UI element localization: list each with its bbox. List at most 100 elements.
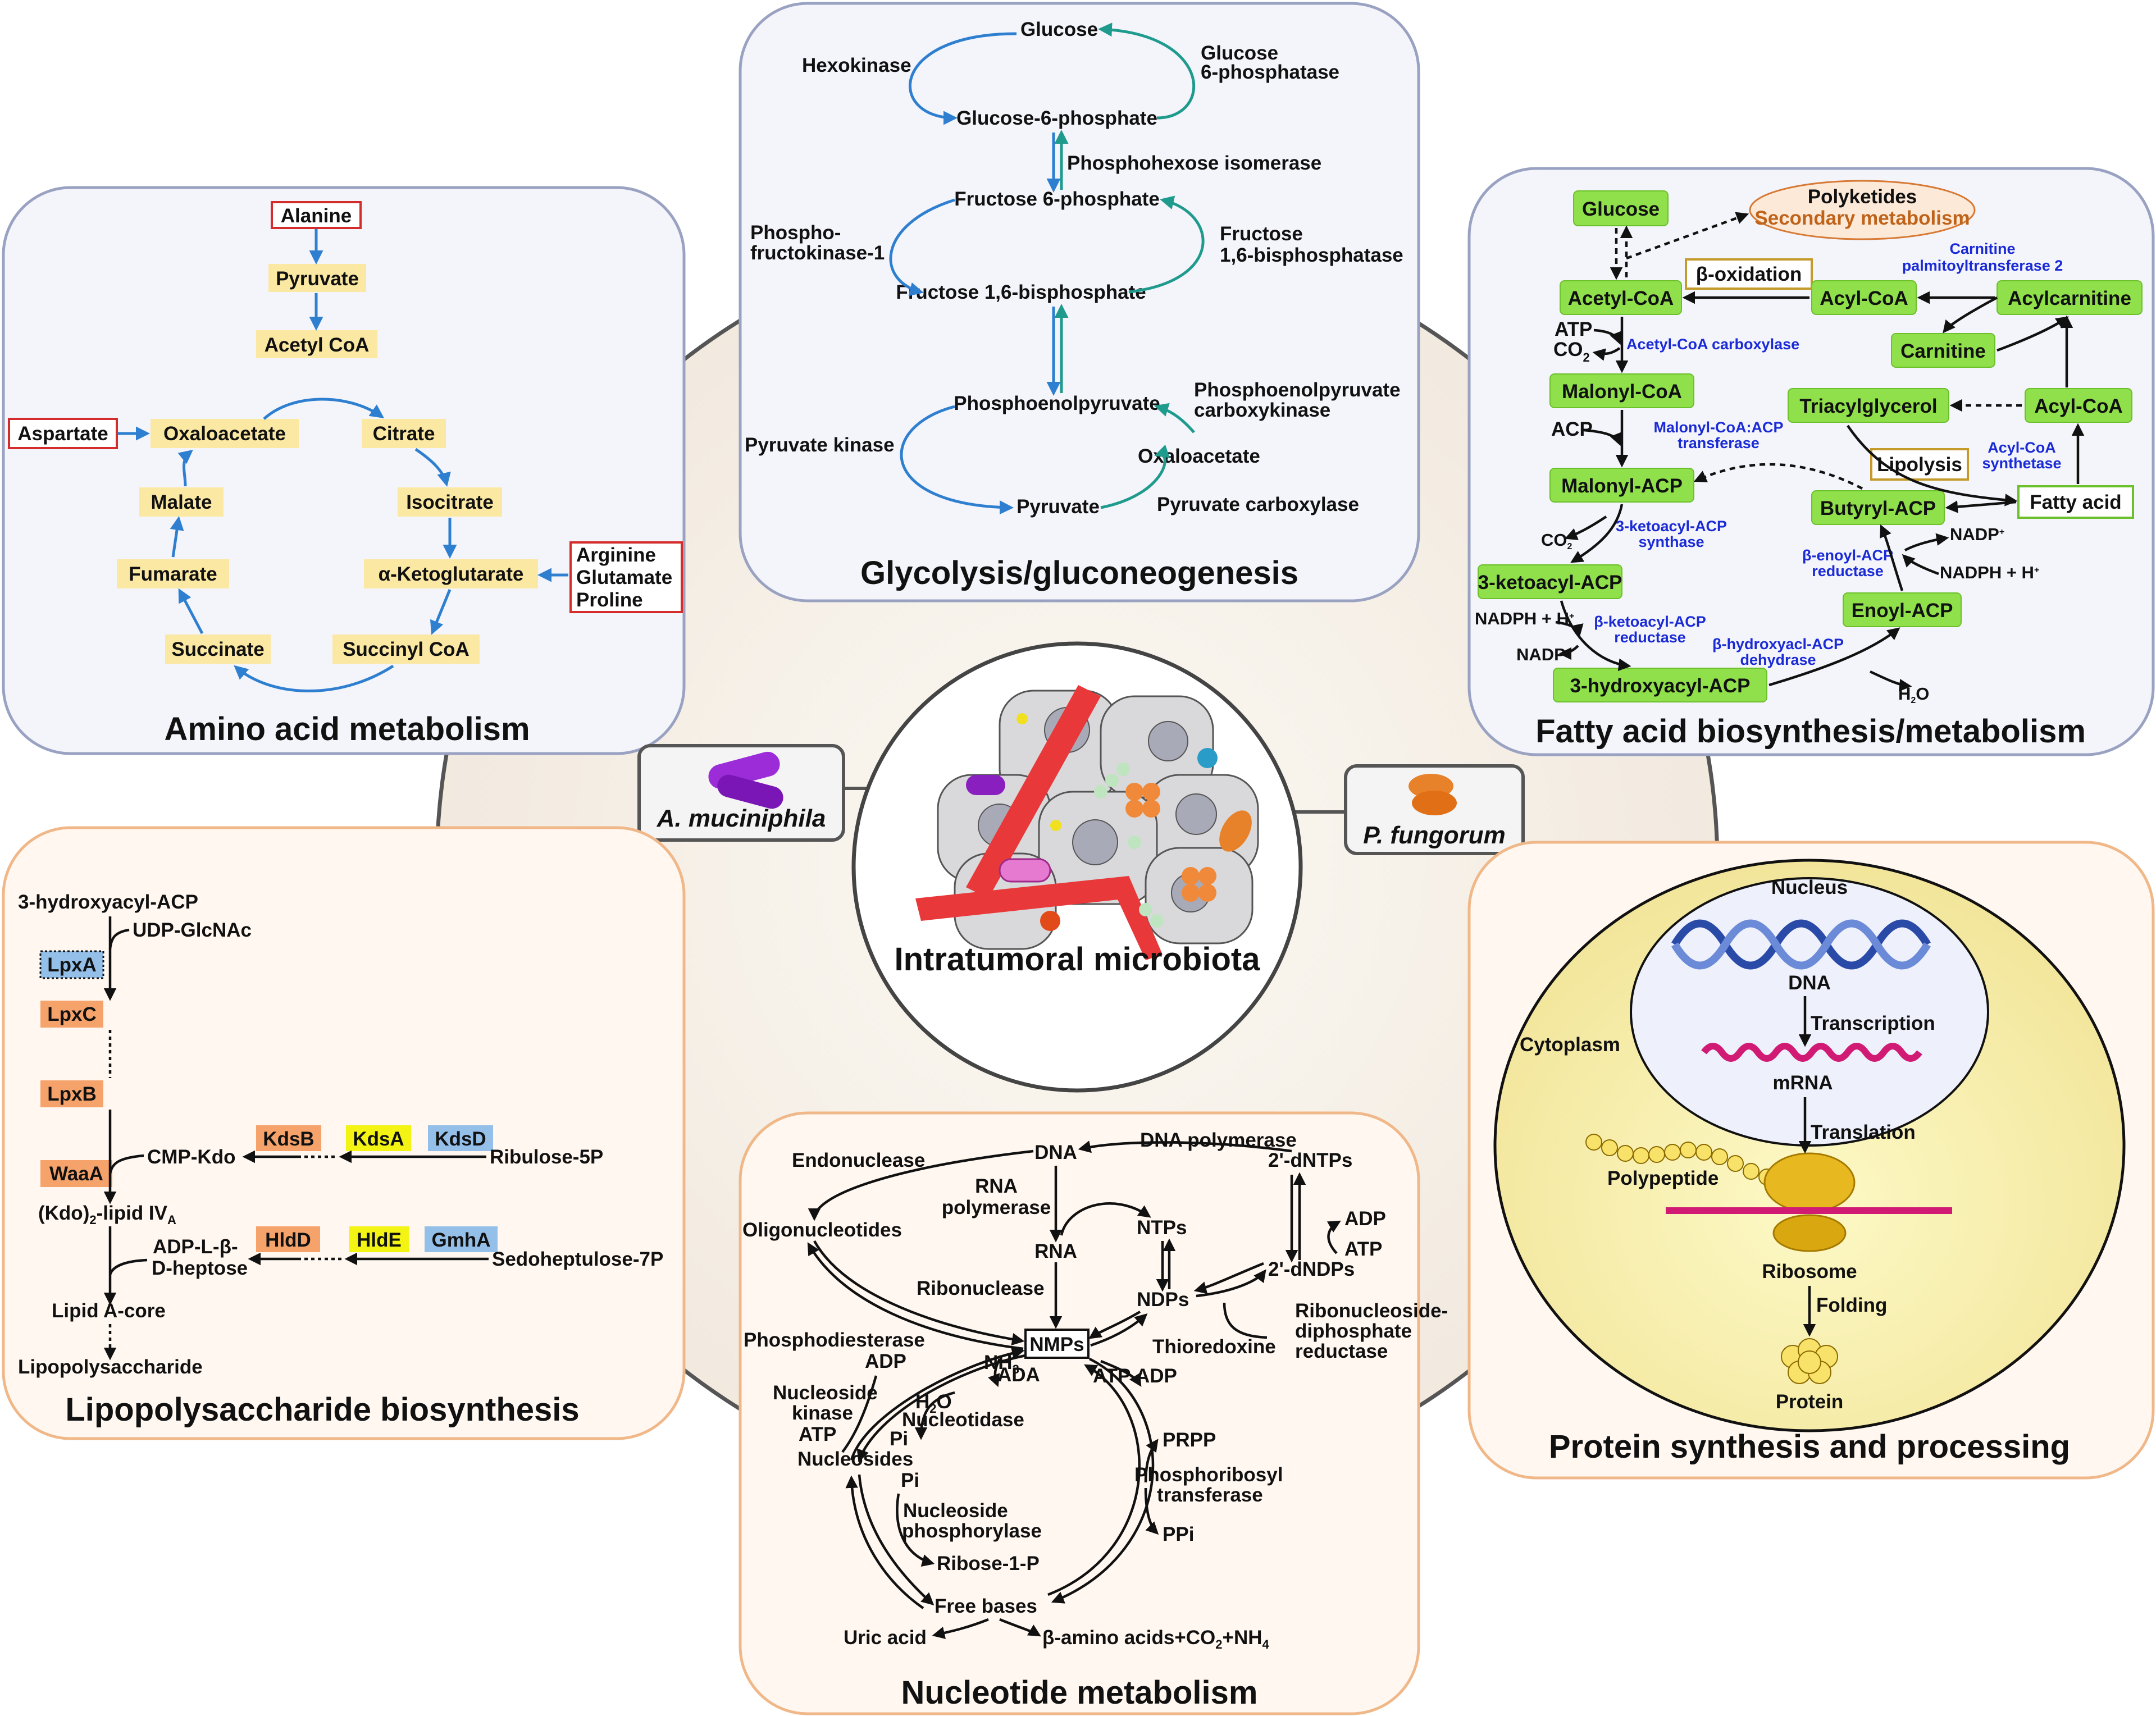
glycolysis-panel: Glycolysis/gluconeogenesis Glucose Hexok… (739, 2, 1420, 603)
had-label-2: dehydrase (1740, 651, 1816, 668)
adp-c-label: ADP (1136, 1365, 1177, 1387)
isocitrate-box: Isocitrate (406, 491, 494, 513)
protein-globule-icon (1781, 1338, 1838, 1384)
rnr-label-1: Ribonucleoside- (1295, 1300, 1448, 1322)
endonuclease-label: Endonuclease (792, 1149, 925, 1171)
citrate-box: Citrate (373, 423, 435, 445)
phosphodiesterase-label: Phosphodiesterase (744, 1329, 925, 1351)
gmha-label: GmhA (432, 1229, 491, 1251)
dna-nt-label: DNA (1034, 1142, 1077, 1163)
ada-label: ADA (997, 1364, 1040, 1386)
adp-b-label: ADP (865, 1350, 906, 1372)
rna-pol-label-2: polymerase (942, 1197, 1051, 1218)
uric-acid-label: Uric acid (844, 1627, 927, 1649)
pepck-label-2: carboxykinase (1194, 399, 1330, 421)
amino-acid-panel: Amino acid metabolism Alanine Pyruvate A… (2, 186, 686, 755)
kar-label-2: reductase (1614, 629, 1686, 646)
malate-box: Malate (151, 491, 212, 513)
acyl-coa-right-box: Acyl-CoA (2034, 395, 2123, 417)
oxaloacetate-label: Oxaloacetate (1138, 445, 1260, 467)
free-bases-label: Free bases (935, 1595, 1037, 1617)
akkermansia-label: A. muciniphila (657, 805, 826, 832)
arginine-label: Arginine (576, 544, 656, 566)
nucleotide-panel: Nucleotide metabolism Endonuclease DNA D… (739, 1111, 1448, 1715)
kar-label-1: β-ketoacyl-ACP (1594, 613, 1706, 630)
microbiota-center: Intratumoral microbiota A. muciniphila P… (637, 641, 1525, 1093)
np-label-2: phosphorylase (902, 1520, 1042, 1542)
beta-amino-label: β-amino acids+CO2+NH4 (1042, 1627, 1270, 1651)
pyruvate-carboxylase-label: Pyruvate carboxylase (1157, 494, 1359, 515)
isomerase-label: Phosphohexose isomerase (1067, 152, 1321, 174)
er-label-1: β-enoyl-ACP (1802, 547, 1893, 564)
triacylglycerol-box: Triacylglycerol (1799, 395, 1937, 417)
carnitine-box: Carnitine (1900, 340, 1986, 362)
adp-a-label: ADP (1344, 1208, 1386, 1230)
beta-oxidation-label: β-oxidation (1696, 263, 1802, 285)
fatty-acid-label: Fatty acid (2030, 491, 2121, 513)
atp-c-label: ATP (799, 1423, 836, 1445)
ribulose-label: Ribulose-5P (490, 1146, 603, 1168)
adp-heptose-label-1: ADP-L-β- (153, 1236, 238, 1258)
g6pase-label-1: Glucose (1201, 42, 1278, 64)
kdo-lipid-label: (Kdo)2-lipid IVA (38, 1202, 176, 1227)
pfk-label-1: Phospho- (750, 222, 841, 244)
had-label-1: β-hydroxyacl-ACP (1712, 636, 1844, 652)
proline-label: Proline (576, 589, 643, 611)
amino-title: Amino acid metabolism (164, 711, 530, 747)
enoyl-acp-box: Enoyl-ACP (1852, 600, 1953, 622)
glutamate-label: Glutamate (576, 567, 672, 588)
waaa-label: WaaA (49, 1163, 103, 1185)
g6p-label: Glucose-6-phosphate (956, 107, 1157, 129)
succinyl-coa-box: Succinyl CoA (343, 638, 470, 660)
nucleus-label: Nucleus (1771, 877, 1848, 898)
lpxb-label: LpxB (47, 1083, 97, 1105)
co2-label: CO2 (1553, 339, 1590, 364)
hexokinase-label: Hexokinase (802, 54, 911, 76)
protein-title: Protein synthesis and processing (1549, 1429, 2070, 1465)
er-label-2: reductase (1812, 563, 1884, 579)
nk-label-2: kinase (792, 1402, 853, 1424)
dndps-label: 2'-dNDPs (1268, 1258, 1355, 1280)
dna-protein-label: DNA (1788, 972, 1831, 994)
pepck-label-1: Phosphoenolpyruvate (1194, 379, 1401, 401)
lps-panel: Lipopolysaccharide biosynthesis 3-hydrox… (2, 826, 686, 1440)
rnr-label-3: reductase (1295, 1340, 1388, 1362)
rnr-label-2: diphosphate (1295, 1320, 1412, 1342)
mrna-wave-icon (1701, 1043, 1922, 1062)
kdsa-label: KdsA (353, 1128, 404, 1150)
acc-label: Acetyl-CoA carboxylase (1626, 336, 1799, 353)
malonyl-acp-box: Malonyl-ACP (1561, 475, 1683, 497)
glucose-label: Glucose (1020, 19, 1098, 40)
nmps-label: NMPs (1029, 1334, 1084, 1356)
glucose-fa-box: Glucose (1582, 198, 1660, 220)
dntps-label: 2'-dNTPs (1268, 1149, 1352, 1171)
sedoheptulose-label: Sedoheptulose-7P (492, 1248, 663, 1270)
ntps-label: NTPs (1137, 1217, 1187, 1239)
hlde-label: HldE (357, 1229, 402, 1251)
ribosome-label: Ribosome (1762, 1261, 1857, 1283)
akkermansia-icon (708, 751, 783, 809)
polyketides-label: Polyketides (1808, 186, 1917, 208)
nucleotide-title: Nucleotide metabolism (901, 1674, 1258, 1711)
kas-label-2: synthase (1638, 533, 1704, 550)
cmp-kdo-label: CMP-Kdo (147, 1146, 235, 1168)
acyl-coa-top-box: Acyl-CoA (1820, 287, 1908, 309)
kdsb-label: KdsB (263, 1128, 314, 1150)
prpp-label: PRPP (1163, 1429, 1216, 1451)
nadph-left-label: NADPH + H+ (1475, 609, 1574, 628)
acylcarnitine-box: Acylcarnitine (2008, 287, 2131, 309)
np-label-1: Nucleoside (903, 1500, 1008, 1522)
nadph-right-label: NADPH + H+ (1940, 563, 2039, 582)
nucleus-shape (1630, 877, 1989, 1147)
microbiota-title: Intratumoral microbiota (895, 941, 1261, 978)
ketoacyl-acp-box: 3-ketoacyl-ACP (1478, 572, 1622, 594)
nadp-top-label: NADP+ (1950, 524, 2004, 544)
fbpase-label-2: 1,6-bisphosphatase (1220, 244, 1403, 266)
acs-label-2: synthetase (1982, 455, 2061, 472)
paraburkholderia-icon (1409, 774, 1457, 815)
mrna-label: mRNA (1773, 1072, 1833, 1094)
adp-heptose-label-2: D-heptose (152, 1257, 248, 1279)
oxaloacetate-box: Oxaloacetate (163, 423, 286, 445)
tumor-cells-illustration (915, 685, 1259, 960)
